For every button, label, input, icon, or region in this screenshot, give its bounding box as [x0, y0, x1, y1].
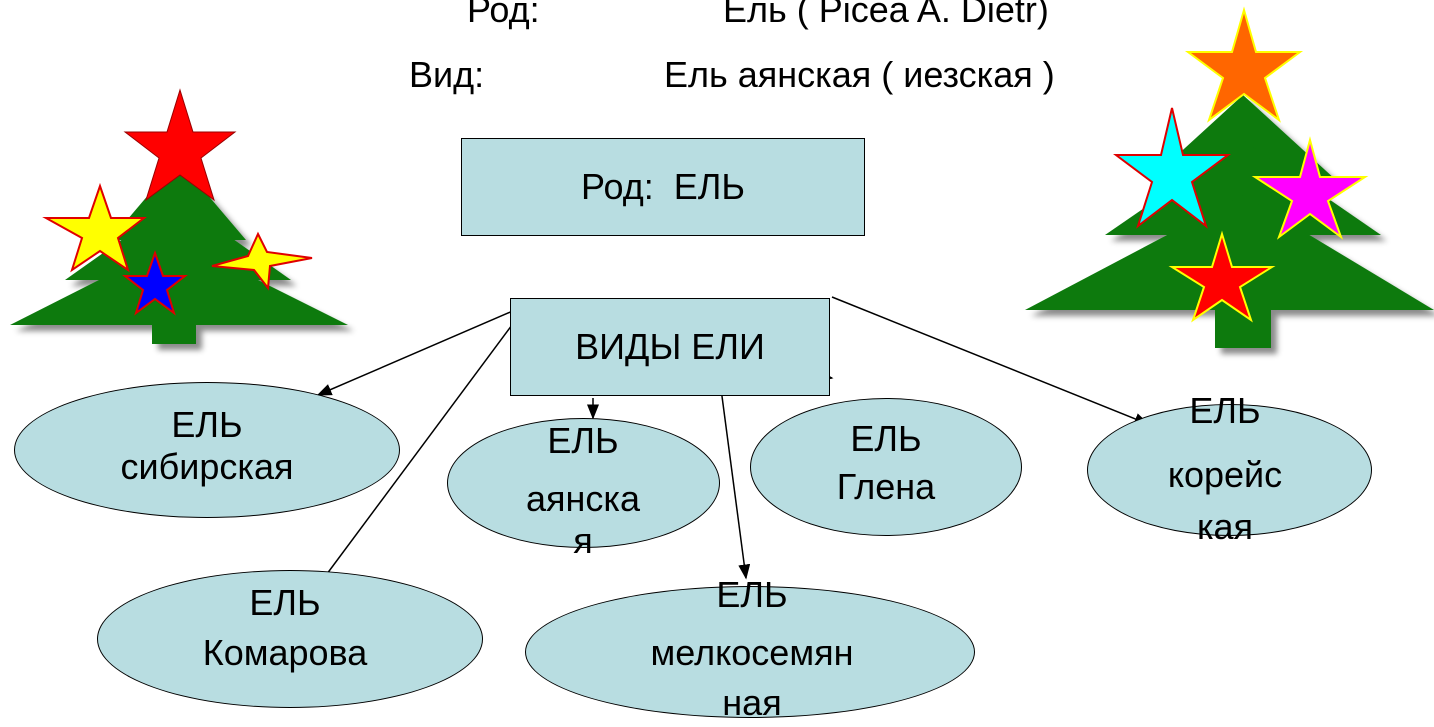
blue-star-icon [122, 249, 188, 316]
species-node-name: аянска [526, 478, 640, 519]
species-node-komarova-text: ЕЛЬ Комарова [203, 582, 368, 674]
orange-star-icon [1184, 6, 1304, 123]
species-node-name-cont: кая [1196, 506, 1254, 547]
species-node-komarova [97, 570, 483, 708]
arrow-to-koreyskaya [831, 296, 1150, 425]
species-node-koreyskaya-text: ЕЛЬ корейс кая [1168, 390, 1282, 548]
species-node-name: Комарова [202, 632, 368, 673]
species-node-glena-text: ЕЛЬ Глена [837, 418, 935, 508]
species-node-name: Глена [836, 466, 936, 507]
genus-value: Ель ( Picea A. Dietr) [723, 0, 1049, 30]
christmas-tree-right-icon [1025, 95, 1434, 348]
species-hub-box: ВИДЫ ЕЛИ [510, 298, 830, 396]
yellow-star-icon [211, 231, 313, 291]
species-node-koreyskaya [1087, 404, 1372, 536]
species-node-ayanskaya [447, 418, 720, 548]
connector-to-komarova [314, 324, 513, 591]
species-node-title: ЕЛЬ [1189, 390, 1261, 431]
species-node-title: ЕЛЬ [547, 420, 619, 461]
genus-box-label: Род: ЕЛЬ [581, 166, 745, 207]
cyan-star-icon [1113, 107, 1231, 229]
species-node-name-cont: ная [722, 682, 782, 723]
species-node-title: ЕЛЬ [249, 582, 321, 623]
species-node-sibirskaya-text: ЕЛЬ сибирская [121, 404, 294, 488]
species-node-name: корейс [1167, 454, 1283, 495]
species-value: Ель аянская ( иезская ) [664, 54, 1055, 95]
species-hub-label: ВИДЫ ЕЛИ [575, 326, 765, 367]
species-node-melkosemyannaya [525, 586, 975, 718]
genus-box: Род: ЕЛЬ [461, 138, 865, 236]
species-node-ayanskaya-text: ЕЛЬ аянска я [526, 420, 640, 562]
christmas-tree-left-icon [10, 160, 348, 344]
arrow-to-melkosemyannaya [717, 365, 751, 580]
red-star-icon [1168, 230, 1276, 323]
magenta-star-icon [1251, 136, 1369, 240]
species-node-name: сибирская [120, 446, 294, 487]
species-node-name-cont: я [573, 520, 593, 561]
species-node-title: ЕЛЬ [171, 404, 243, 445]
red-star-icon [123, 88, 237, 202]
genus-label: Род: [467, 0, 540, 30]
species-node-sibirskaya [14, 382, 400, 518]
species-node-title: ЕЛЬ [850, 418, 922, 459]
species-node-glena [750, 398, 1022, 536]
species-node-name: мелкосемян [650, 632, 854, 673]
arrow-to-sibirskaya [316, 309, 516, 396]
yellow-star-icon [42, 182, 147, 273]
species-node-title: ЕЛЬ [716, 574, 788, 615]
species-node-melkosemyannaya-text: ЕЛЬ мелкосемян ная [651, 574, 854, 724]
species-label: Вид: [409, 54, 485, 95]
